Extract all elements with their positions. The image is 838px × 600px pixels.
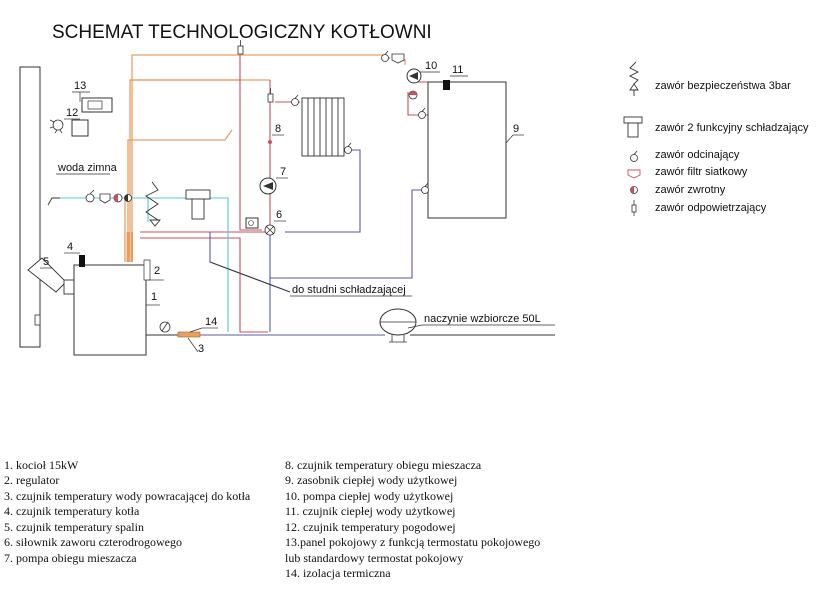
legend-air-vent: zawór odpowietrzający (655, 202, 767, 214)
air-vent-top (237, 40, 244, 55)
num-13: 13 (74, 80, 86, 92)
hot-pipes (140, 55, 428, 333)
component-item: 14. izolacja termiczna (285, 566, 391, 580)
shutoff-valve-cold (85, 189, 95, 203)
component-item: 11. czujnik ciepłej wody użytkowej (285, 504, 456, 518)
diagram-title: SCHEMAT TECHNOLOGICZNY KOTŁOWNI (52, 22, 432, 43)
num-4: 4 (67, 241, 73, 253)
legend-safety-valve: zawór bezpieczeństwa 3bar (655, 80, 791, 92)
safety-valve-icon (628, 61, 640, 96)
component-list-right: 8. czujnik temperatury obiegu mieszacza … (285, 458, 540, 580)
num-2: 2 (154, 265, 160, 277)
legend: zawór bezpieczeństwa 3bar zawór 2 funkcy… (623, 61, 809, 216)
cooling-valve-icon (623, 116, 643, 138)
legend-cooling-valve: zawór 2 funkcyjny schładzający (655, 122, 809, 134)
component-item: 1. kocioł 15kW (4, 458, 79, 472)
strainer-icon (627, 169, 641, 179)
label-cooling-well: do studni schładzającej (292, 284, 406, 296)
num-7: 7 (280, 166, 286, 178)
chimney (19, 66, 41, 348)
num-12: 12 (66, 107, 78, 119)
label-cold-water: woda zimna (57, 162, 118, 174)
num-10: 10 (425, 60, 437, 72)
boiler (73, 255, 151, 356)
valve-actuator (245, 217, 259, 229)
component-item: 10. pompa ciepłej wody użytkowej (285, 489, 453, 503)
component-item: 3. czujnik temperatury wody powracającej… (4, 489, 251, 503)
check-valve-icon (630, 186, 638, 194)
component-list-left: 1. kocioł 15kW 2. regulator 3. czujnik t… (4, 458, 251, 565)
shutoff-valve-radiator-in (291, 94, 299, 106)
component-item: 7. pompa obiegu mieszacza (4, 551, 137, 565)
shutoff-valve-icon (630, 150, 638, 162)
component-item: 9. zasobnik ciepłej wody użytkowej (285, 473, 457, 487)
check-valve-supply (124, 194, 132, 202)
legend-shutoff-valve: zawór odcinający (655, 149, 740, 161)
radiator (301, 97, 345, 157)
weather-sensor (71, 119, 89, 137)
legend-check-valve: zawór zwrotny (655, 184, 726, 196)
mixing-sensor (268, 140, 272, 144)
num-3: 3 (198, 343, 204, 355)
component-item: 8. czujnik temperatury obiegu mieszacza (285, 458, 482, 472)
component-item: 2. regulator (4, 473, 59, 487)
component-item: 5. czujnik temperatury spalin (4, 520, 144, 534)
component-item: 6. siłownik zaworu czterodrogowego (4, 535, 182, 549)
num-6: 6 (276, 209, 282, 221)
strainer-cold (99, 193, 111, 204)
shutoff-valve-dhw-return (418, 107, 426, 119)
component-item: lub standardowy termostat pokojowy (285, 551, 463, 565)
num-11: 11 (452, 64, 463, 76)
insulation (177, 331, 201, 338)
chimney-sensor (34, 314, 41, 326)
component-item: 4. czujnik temperatury kotła (4, 504, 140, 518)
cooling-valve (185, 189, 211, 220)
sun-icon (49, 119, 64, 134)
strainer-top (391, 53, 405, 64)
legend-strainer: zawór filtr siatkowy (655, 166, 748, 178)
label-expansion-vessel: naczynie wzbiorcze 50L (424, 313, 541, 325)
num-5: 5 (43, 256, 49, 268)
num-9: 9 (513, 123, 519, 135)
dhw-pump (406, 68, 422, 84)
num-8: 8 (275, 123, 281, 135)
component-item: 13.panel pokojowy z funkcją termostatu p… (285, 535, 540, 549)
hot-water-tank (427, 81, 507, 219)
shutoff-valve-radiator-out (344, 142, 352, 154)
num-1: 1 (151, 291, 157, 303)
dhw-sensor (443, 80, 450, 90)
expansion-vessel (379, 308, 417, 343)
mixing-pump (259, 177, 277, 195)
number-labels: 1 2 3 4 5 6 7 8 9 10 11 12 13 14 (40, 60, 524, 355)
air-vent-icon (631, 200, 637, 216)
return-pipes (188, 149, 428, 336)
air-vent-mixing (267, 88, 274, 103)
num-14: 14 (205, 316, 217, 328)
flue-connector (27, 257, 77, 295)
check-valve-cold (113, 193, 123, 203)
four-way-valve (264, 224, 276, 236)
safety-valve-cold (145, 181, 161, 227)
shutoff-valve-top (381, 50, 389, 62)
shutoff-valve-tank (421, 182, 429, 194)
component-item: 12. czujnik temperatury pogodowej (285, 520, 456, 534)
